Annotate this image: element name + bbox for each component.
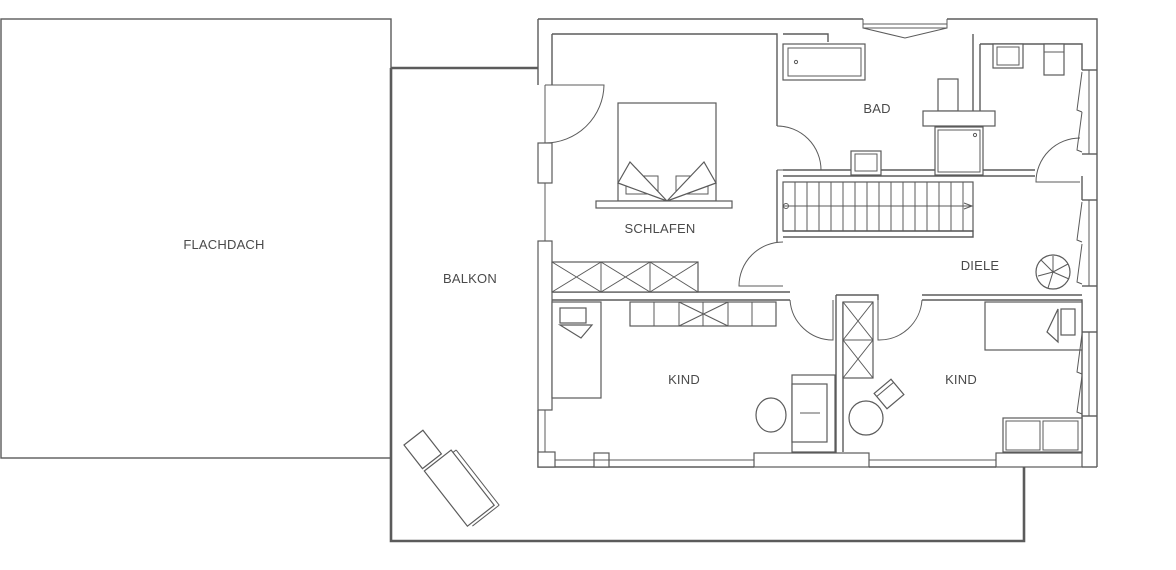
house-outer-walls xyxy=(537,18,1098,468)
room-label-kind-right: KIND xyxy=(945,372,977,387)
kids-room-right-furniture xyxy=(848,301,1083,453)
doors xyxy=(544,84,1081,341)
balcony-area xyxy=(389,66,1026,543)
window-marks xyxy=(1076,71,1083,415)
wardrobe-icon xyxy=(551,261,699,293)
room-label-schlafen: SCHLAFEN xyxy=(625,221,696,236)
plant-icon xyxy=(1035,254,1071,290)
bed-icon xyxy=(595,102,733,209)
room-label-bad: BAD xyxy=(863,101,890,116)
staircase-icon xyxy=(782,181,974,238)
shelf-cabinet-icon xyxy=(842,301,874,379)
kids-room-left-furniture xyxy=(551,301,836,453)
room-label-kind-left: KIND xyxy=(668,372,700,387)
interior-walls xyxy=(552,169,1083,453)
bathroom-fixtures xyxy=(782,43,1065,176)
room-label-diele: DIELE xyxy=(961,258,1000,273)
room-label-flachdach: FLACHDACH xyxy=(183,237,264,252)
room-label-balkon: BALKON xyxy=(443,271,497,286)
lounge-chair-icon xyxy=(403,429,500,528)
